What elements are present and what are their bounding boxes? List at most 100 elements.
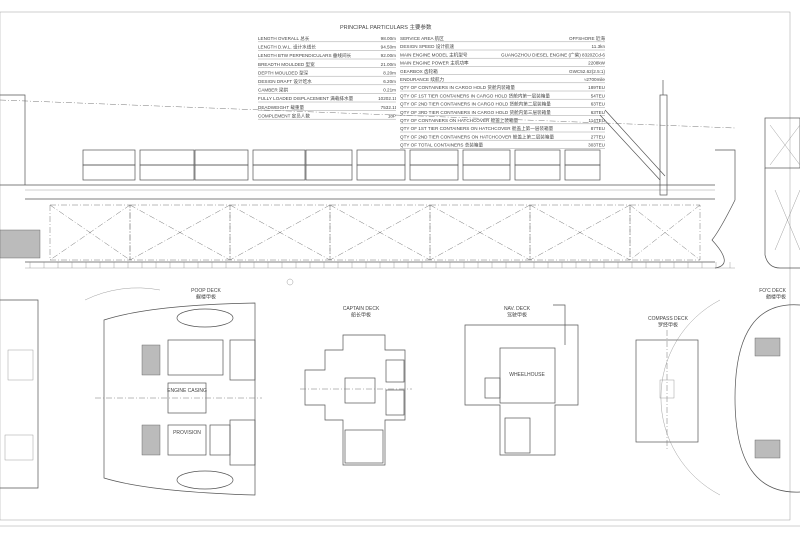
compass-deck-label: COMPASS DECK [648, 316, 689, 322]
particulars-row: QTY OF 1ST TIER CONTAINERS ON HATCHCOVER… [400, 125, 605, 133]
particulars-row: DEADWEIGHT 载重量 7532.1t [258, 104, 397, 111]
row-label: DEPTH MOULDED 型深 [258, 69, 309, 76]
particulars-row: CAMBER 梁拱 0.21m [258, 87, 396, 94]
row-label: GEARBOX 齿轮箱 [400, 68, 438, 75]
foc-deck-label-cn: 艏楼甲板 [766, 294, 786, 301]
captain-deck-label: CAPTAIN DECK [343, 306, 380, 312]
row-label: LENGTH BTW PERPENDICULARS 垂线间长 [258, 52, 352, 59]
row-value: 114TEU [588, 118, 605, 123]
container-block [194, 149, 249, 166]
row-label: QTY OF 2ND TIER CONTAINERS IN CARGO HOLD… [400, 101, 551, 108]
particulars-row: BREADTH MOULDED 型宽 21.00m [258, 61, 396, 68]
container-block [194, 164, 249, 181]
row-value: 303TEU [588, 143, 605, 148]
row-label: QTY OF 1ST TIER CONTAINERS IN CARGO HOLD… [400, 92, 550, 99]
particulars-row: LENGTH BTW PERPENDICULARS 垂线间长 92.00m [258, 52, 396, 59]
bow-outline [711, 149, 736, 269]
table-title: PRINCIPAL PARTICULARS 主要参数 [340, 23, 432, 31]
poop-deck-label: POOP DECK [191, 288, 221, 294]
nav-deck-plan: NAV. DECK 驾驶甲板 WHEELHOUSE [464, 304, 579, 456]
row-value: OFFSHORE 近海 [569, 35, 605, 42]
row-label: SERVICE AREA 航区 [400, 35, 444, 42]
container-block [82, 164, 136, 181]
container-block [514, 149, 561, 166]
main-engine [0, 229, 41, 259]
row-value: 2208kW [588, 61, 606, 66]
row-label: QTY OF CONTAINERS ON HATCHCOVER 舱盖上装箱量 [400, 117, 519, 124]
foremast [659, 94, 668, 196]
row-label: CAMBER 梁拱 [258, 87, 289, 94]
row-value: 7532.1t [381, 105, 397, 110]
container-block [564, 164, 601, 181]
row-label: DESIGN SPEED 设计航速 [400, 43, 455, 50]
row-label: QTY OF 2ND TIER CONTAINERS ON HATCHCOVER… [400, 133, 554, 140]
container-block [139, 164, 195, 181]
row-value: 87TEU [591, 126, 605, 131]
container-block [305, 149, 353, 166]
foc-deck-plan: FO'C DECK 艏楼甲板 [660, 288, 800, 496]
container-block [462, 164, 511, 181]
particulars-row: SERVICE AREA 航区 OFFSHORE 近海 [400, 35, 605, 42]
engine-casing-label: ENGINE CASING [167, 388, 207, 394]
row-value: 10202.1t [378, 96, 397, 101]
container-block [252, 164, 306, 181]
provision-room-label: PROVISION [173, 430, 201, 436]
front-view-hull [764, 168, 800, 269]
row-label: QTY OF 3RD TIER CONTAINERS IN CARGO HOLD… [400, 109, 551, 116]
row-label: ENDURANCE 续航力 [400, 76, 445, 83]
nav-deck-label-cn: 驾驶甲板 [507, 312, 527, 319]
poop-deck-plan: POOP DECK 艉楼甲板 ENGINE CASING PROVISION [84, 287, 262, 496]
row-value: 92.00m [381, 53, 396, 58]
row-value: 8.20m [383, 70, 396, 75]
row-label: MAIN ENGINE POWER 主机功率 [400, 60, 469, 67]
hold-compartment [529, 204, 631, 261]
hold-compartment [49, 204, 131, 261]
container-block [462, 149, 511, 166]
row-value: 94.50m [381, 45, 396, 50]
row-value: 21.00m [381, 62, 396, 67]
row-label: COMPLEMENT 定员人数 [258, 112, 310, 119]
row-label: BREADTH MOULDED 型宽 [258, 61, 315, 68]
row-value: 6.20m [383, 79, 396, 84]
row-label: QTY OF CONTAINERS IN CARGO HOLD 货舱内装箱量 [400, 84, 515, 91]
particulars-row: DESIGN DRAFT 设计吃水 6.20m [258, 78, 396, 86]
row-value: 98.00m [381, 36, 396, 41]
particulars-row: MAIN ENGINE POWER 主机功率 2208kW [400, 60, 606, 67]
sheer-line [0, 99, 736, 129]
boat-deck-plan [0, 299, 39, 489]
row-value: 0.21m [383, 88, 396, 93]
captain-deck-label-cn: 船长甲板 [351, 312, 371, 319]
container-block [252, 149, 306, 166]
row-label: DESIGN DRAFT 设计吃水 [258, 78, 312, 85]
hold-diagonal [529, 204, 631, 261]
particulars-row: QTY OF 2ND TIER CONTAINERS ON HATCHCOVER… [400, 133, 605, 141]
particulars-row: QTY OF 2ND TIER CONTAINERS IN CARGO HOLD… [400, 101, 605, 108]
particulars-row: QTY OF TOTAL CONTAINERS 总装箱量 303TEU [400, 142, 605, 149]
container-block [305, 164, 353, 181]
foc-deck-label: FO'C DECK [759, 288, 786, 294]
container-block [82, 149, 136, 166]
particulars-row: DEPTH MOULDED 型深 8.20m [258, 69, 396, 76]
row-label: QTY OF 1ST TIER CONTAINERS ON HATCHCOVER… [400, 125, 554, 132]
hold-diagonal [229, 204, 331, 261]
row-value: 54TEU [591, 93, 605, 98]
principal-particulars-table: PRINCIPAL PARTICULARS 主要参数 LENGTH OVERAL… [258, 23, 606, 149]
row-label: DEADWEIGHT 载重量 [258, 104, 305, 111]
hold-diagonal [129, 204, 231, 261]
row-label: QTY OF TOTAL CONTAINERS 总装箱量 [400, 142, 484, 149]
container-block [409, 164, 459, 181]
captain-deck-plan: CAPTAIN DECK 船长甲板 [300, 306, 412, 466]
front-view-bracing [769, 124, 800, 251]
row-value: ≈2700mile [584, 77, 606, 82]
particulars-row: ENDURANCE 续航力 ≈2700mile [400, 76, 606, 84]
front-view-upper [764, 117, 800, 169]
hold-diagonal [429, 204, 531, 261]
container-block [356, 149, 406, 166]
